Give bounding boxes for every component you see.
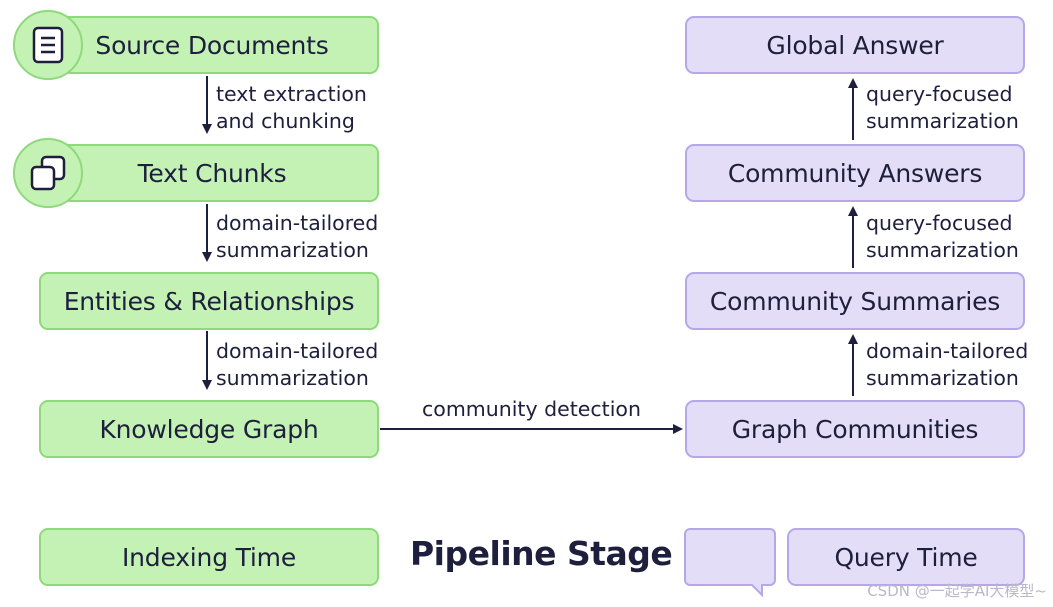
- edge-label-community-detection: community detection: [422, 397, 641, 421]
- legend-label: Query Time: [834, 542, 978, 572]
- legend-indexing-time: Indexing Time: [39, 528, 379, 586]
- node-community-summaries: Community Summaries: [685, 272, 1025, 330]
- node-label: Graph Communities: [731, 414, 979, 444]
- legend-label: Indexing Time: [121, 542, 296, 572]
- legend-title: Pipeline Stage: [410, 534, 673, 573]
- speech-bubble-icon: [684, 528, 776, 598]
- legend-query-time: Query Time: [787, 528, 1025, 586]
- edge-label-query-focused-2: query-focused summarization: [866, 82, 1019, 133]
- node-label: Text Chunks: [137, 158, 287, 188]
- document-icon: [13, 10, 83, 80]
- node-label: Global Answer: [766, 30, 944, 60]
- node-label: Community Answers: [727, 158, 983, 188]
- node-global-answer: Global Answer: [685, 16, 1025, 74]
- node-source-documents: Source Documents: [39, 16, 379, 74]
- edge-label-text-extraction: text extraction and chunking: [216, 82, 367, 133]
- node-graph-communities: Graph Communities: [685, 400, 1025, 458]
- edge-label-query-focused-1: query-focused summarization: [866, 211, 1019, 262]
- node-label: Knowledge Graph: [99, 414, 319, 444]
- edge-label-domain-summarization-3: domain-tailored summarization: [866, 339, 1029, 390]
- node-text-chunks: Text Chunks: [39, 144, 379, 202]
- node-label: Source Documents: [95, 30, 329, 60]
- edge-label-domain-summarization-1: domain-tailored summarization: [216, 211, 379, 262]
- node-knowledge-graph: Knowledge Graph: [39, 400, 379, 458]
- node-label: Community Summaries: [709, 286, 1001, 316]
- copy-icon: [13, 138, 83, 208]
- watermark: CSDN @一起学AI大模型~: [867, 582, 1047, 600]
- node-community-answers: Community Answers: [685, 144, 1025, 202]
- node-label: Entities & Relationships: [63, 286, 355, 316]
- node-entities-relationships: Entities & Relationships: [39, 272, 379, 330]
- edge-label-domain-summarization-2: domain-tailored summarization: [216, 339, 379, 390]
